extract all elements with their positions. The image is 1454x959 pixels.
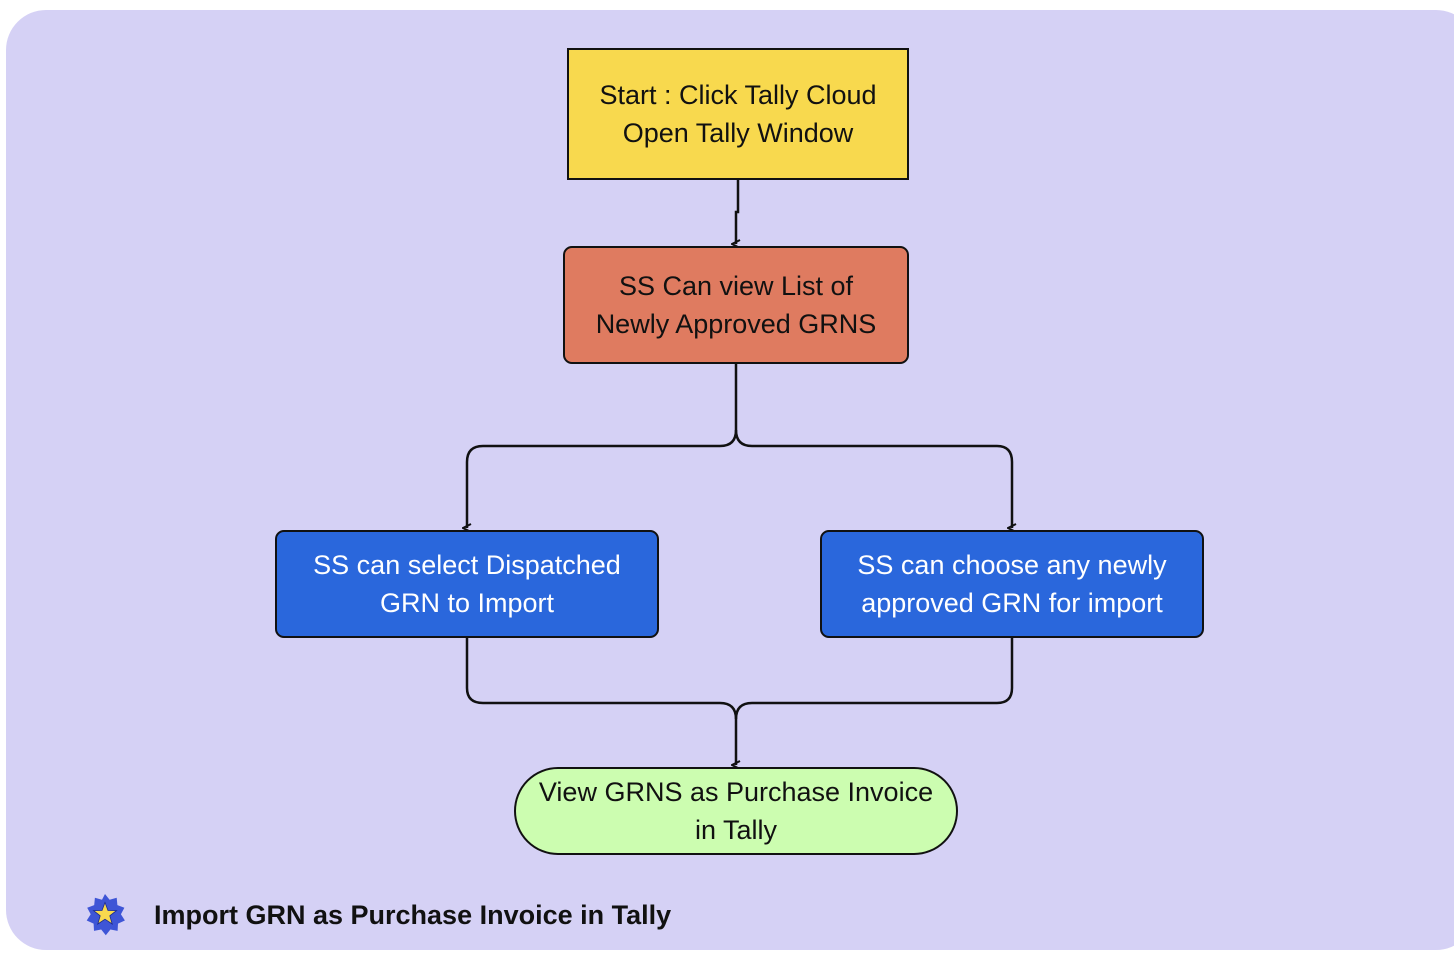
edge-list-to-any [734,429,1012,528]
edge-start-to-list [736,180,738,244]
end-node-line-1: View GRNS as Purchase Invoice [538,777,934,807]
footer: Import GRN as Purchase Invoice in Tally [82,890,671,940]
choose-any-node: SS can choose any newly approved GRN for… [820,530,1204,638]
select-dispatched-node: SS can select Dispatched GRN to Import [275,530,659,638]
start-node-line-1: Start : Click Tally Cloud [599,80,877,110]
diagram-title: Import GRN as Purchase Invoice in Tally [154,899,672,930]
edge-list-to-dispatched [467,364,738,528]
edge-dispatched-to-view [465,638,736,765]
view-list-node-line-2: Newly Approved GRNS [595,309,877,339]
end-node: View GRNS as Purchase Invoice in Tally [514,767,958,855]
edge-any-to-view [734,638,1014,720]
view-list-node: SS Can view List of Newly Approved GRNS [563,246,909,364]
select-dispatched-node-line-2: GRN to Import [379,588,555,618]
choose-any-node-line-1: SS can choose any newly [857,550,1167,580]
select-dispatched-node-line-1: SS can select Dispatched [313,550,621,580]
start-node: Start : Click Tally Cloud Open Tally Win… [567,48,909,180]
star-badge-icon [86,894,125,936]
view-list-node-line-1: SS Can view List of [618,271,854,301]
choose-any-node-line-2: approved GRN for import [861,588,1163,618]
start-node-line-2: Open Tally Window [622,118,854,148]
end-node-line-2: in Tally [694,815,778,845]
